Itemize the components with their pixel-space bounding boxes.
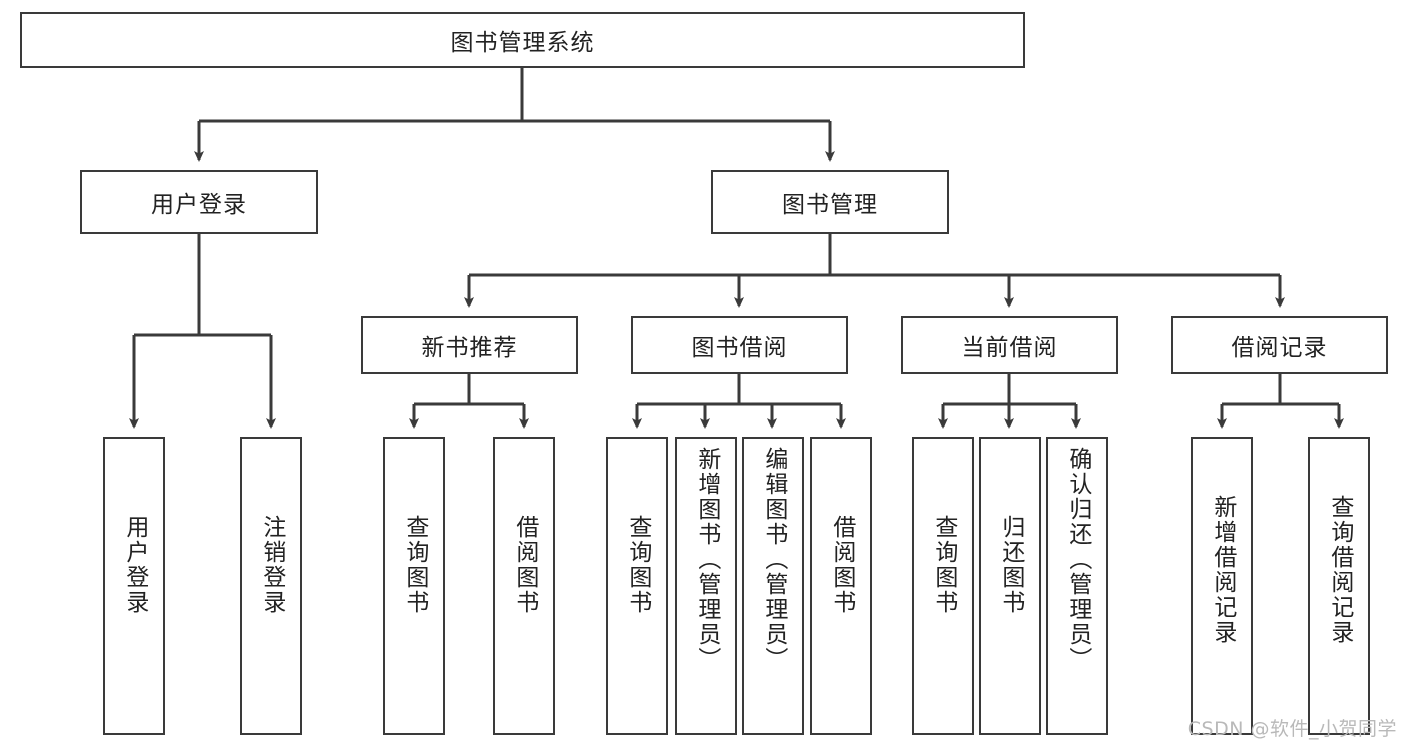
node-new-book-recommend[interactable]: 新书推荐	[361, 316, 578, 374]
leaf-record-query-record[interactable]: 查询借阅记录	[1308, 437, 1370, 735]
node-root-system[interactable]: 图书管理系统	[20, 12, 1025, 68]
node-current-borrow[interactable]: 当前借阅	[901, 316, 1118, 374]
leaf-record-add-record[interactable]: 新增借阅记录	[1191, 437, 1253, 735]
watermark-text: CSDN @软件_小贺同学	[1187, 718, 1397, 740]
leaf-label: 查询图书	[624, 515, 651, 615]
leaf-new-book-borrow-book[interactable]: 借阅图书	[493, 437, 555, 735]
leaf-label: 新增借阅记录	[1209, 495, 1236, 645]
node-user-login[interactable]: 用户登录	[80, 170, 318, 234]
leaf-label: 新增图书（管理员）	[693, 447, 720, 672]
leaf-label: 确认归还（管理员）	[1064, 447, 1091, 672]
leaf-label: 借阅图书	[828, 515, 855, 615]
leaf-borrow-borrow-book[interactable]: 借阅图书	[810, 437, 872, 735]
node-label: 当前借阅	[961, 335, 1058, 361]
leaf-label: 注销登录	[258, 515, 285, 615]
leaf-current-return-book[interactable]: 归还图书	[979, 437, 1041, 735]
leaf-label: 查询图书	[401, 515, 428, 615]
leaf-current-confirm-return-admin[interactable]: 确认归还（管理员）	[1046, 437, 1108, 735]
leaf-label: 查询图书	[930, 515, 957, 615]
leaf-borrow-query-book[interactable]: 查询图书	[606, 437, 668, 735]
leaf-label: 借阅图书	[511, 515, 538, 615]
leaf-user-login-login[interactable]: 用户登录	[103, 437, 165, 735]
node-label: 借阅记录	[1231, 335, 1328, 361]
node-borrow-record[interactable]: 借阅记录	[1171, 316, 1388, 374]
leaf-borrow-edit-book-admin[interactable]: 编辑图书（管理员）	[742, 437, 804, 735]
leaf-label: 用户登录	[121, 515, 148, 615]
node-label: 图书管理系统	[450, 30, 595, 56]
leaf-user-login-logout[interactable]: 注销登录	[240, 437, 302, 735]
node-label: 新书推荐	[421, 335, 518, 361]
node-label: 图书借阅	[691, 335, 788, 361]
node-book-management[interactable]: 图书管理	[711, 170, 949, 234]
leaf-borrow-add-book-admin[interactable]: 新增图书（管理员）	[675, 437, 737, 735]
leaf-label: 查询借阅记录	[1326, 495, 1353, 645]
leaf-label: 归还图书	[997, 515, 1024, 615]
leaf-current-query-book[interactable]: 查询图书	[912, 437, 974, 735]
node-book-borrow[interactable]: 图书借阅	[631, 316, 848, 374]
node-label: 图书管理	[782, 192, 878, 218]
leaf-label: 编辑图书（管理员）	[760, 447, 787, 672]
leaf-new-book-query-book[interactable]: 查询图书	[383, 437, 445, 735]
node-label: 用户登录	[151, 192, 247, 218]
